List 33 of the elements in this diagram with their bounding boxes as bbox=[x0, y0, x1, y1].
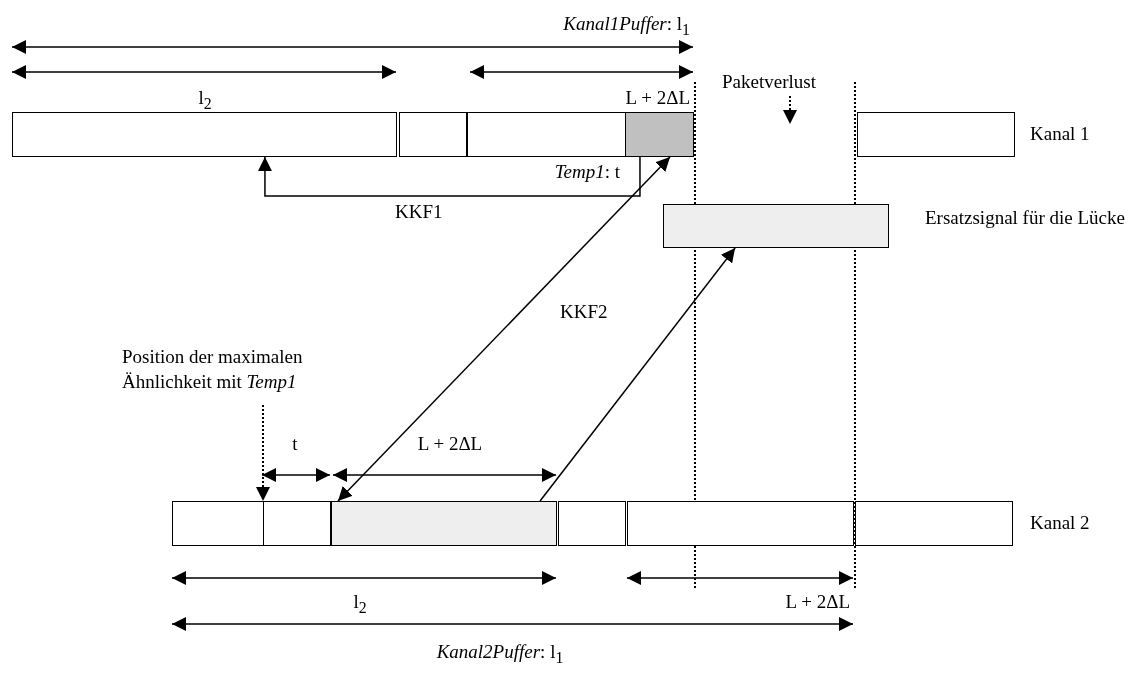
dimension-label: L + 2ΔL bbox=[416, 432, 484, 456]
matched-segment bbox=[331, 501, 557, 546]
dimension-label: t bbox=[291, 432, 299, 456]
buffer-segment bbox=[857, 112, 1015, 157]
arrow bbox=[257, 156, 641, 197]
buffer-segment bbox=[399, 112, 467, 157]
dotted-arrow bbox=[783, 95, 797, 125]
replacement-signal-box bbox=[663, 204, 889, 248]
dimension-label: l$_{2}$ bbox=[197, 86, 213, 114]
template-segment bbox=[625, 112, 694, 157]
buffer-segment bbox=[627, 501, 854, 546]
channel-label: Kanal 1 bbox=[1030, 122, 1091, 146]
buffer-segment bbox=[558, 501, 626, 546]
channel-label: Kanal 2 bbox=[1030, 511, 1091, 535]
dimension-label: L + 2ΔL bbox=[624, 86, 690, 110]
annotation-text: Paketverlust bbox=[722, 70, 852, 95]
buffer-segment bbox=[467, 112, 626, 157]
buffer-segment bbox=[172, 501, 264, 546]
box-caption: Ersatzsignal für die Lücke bbox=[925, 206, 1126, 230]
annotation-text: Position der maximalen Ähnlichkeit mit Temp1 bbox=[122, 345, 372, 395]
arrow bbox=[539, 247, 736, 502]
dimension-label: Kanal1Puffer: l$_{1}$ bbox=[562, 12, 690, 40]
double-arrow bbox=[337, 156, 671, 502]
edge-label: KKF2 bbox=[560, 300, 608, 324]
dimension-label: L + 2ΔL bbox=[784, 590, 850, 614]
buffer-segment bbox=[12, 112, 397, 157]
dotted-arrow bbox=[256, 404, 270, 502]
dimension-label: l$_{2}$ bbox=[352, 590, 368, 618]
segment-caption: Temp1: t bbox=[553, 160, 620, 184]
buffer-segment bbox=[855, 501, 1013, 546]
dimension-label: Kanal2Puffer: l$_{1}$ bbox=[435, 640, 565, 668]
buffer-segment bbox=[263, 501, 331, 546]
edge-label: KKF1 bbox=[395, 200, 443, 224]
